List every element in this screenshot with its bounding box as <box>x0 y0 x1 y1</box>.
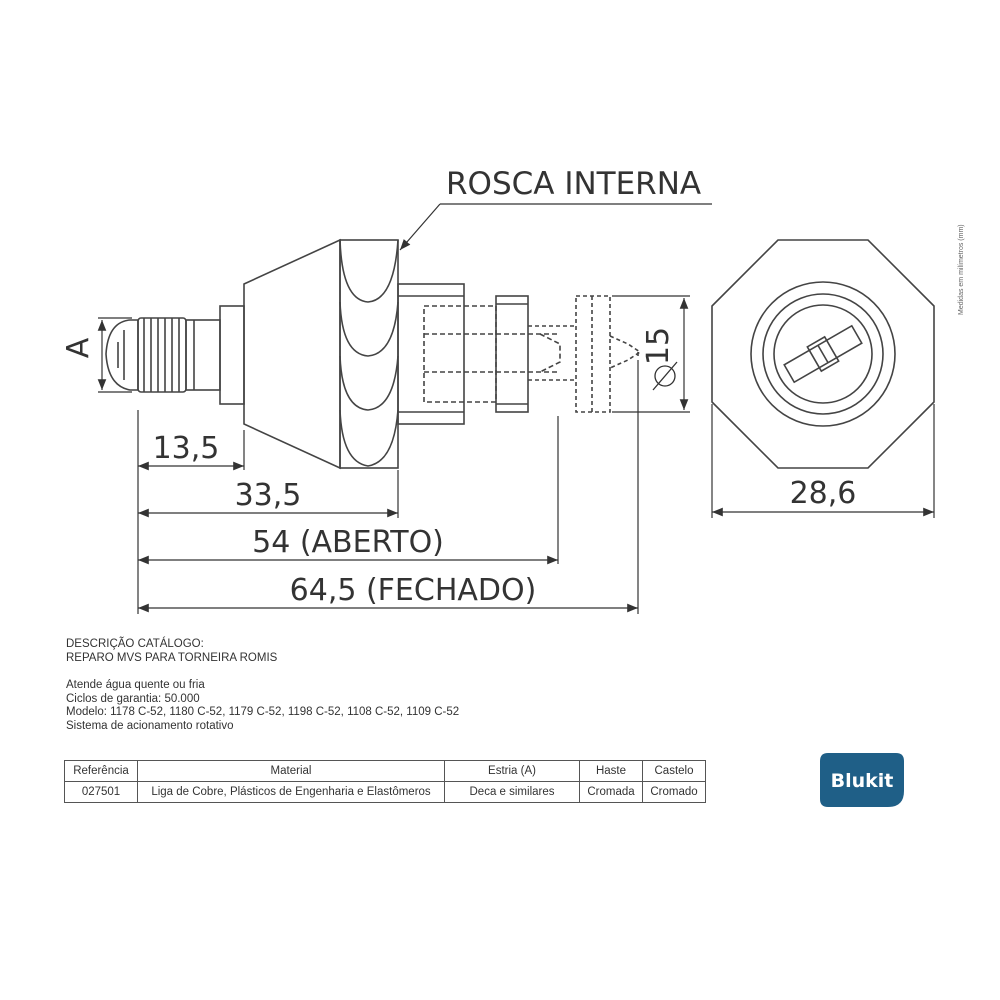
dim-54-label: 54 (ABERTO) <box>252 525 444 560</box>
callout-label: ROSCA INTERNA <box>446 166 701 202</box>
dim-64-5-label: 64,5 (FECHADO) <box>290 573 537 608</box>
logo-text: Blukit <box>831 770 894 792</box>
callout-leader <box>399 203 441 251</box>
hex-nut <box>339 239 399 469</box>
blukit-logo[interactable]: Blukit <box>818 751 906 809</box>
stem-neck <box>185 319 221 391</box>
description-heading: DESCRIÇÃO CATÁLOGO: <box>66 638 204 650</box>
cell-estria: Deca e similares <box>444 781 580 803</box>
description-line-water: Atende água quente ou fria <box>66 679 205 691</box>
description-line-system: Sistema de acionamento rotativo <box>66 719 234 732</box>
valve-side-view <box>105 238 642 470</box>
bonnet-collar <box>219 305 245 405</box>
header-material: Material <box>137 760 445 782</box>
header-estria: Estria (A) <box>444 760 580 782</box>
spec-table: Referência Material Estria (A) Haste Cas… <box>64 760 706 803</box>
tapered-body <box>243 238 341 470</box>
table-row: 027501 Liga de Cobre, Plásticos de Engen… <box>64 781 706 803</box>
valve-end-view <box>711 239 935 469</box>
stem-face <box>773 304 873 404</box>
slot-mark <box>783 324 863 384</box>
table-header-row: Referência Material Estria (A) Haste Cas… <box>64 760 706 782</box>
washer-seat <box>575 295 611 413</box>
cell-haste: Cromada <box>579 781 643 803</box>
dim-33-5-label: 33,5 <box>235 478 302 513</box>
cell-castelo: Cromado <box>642 781 706 803</box>
dim-a-label: A <box>61 337 96 358</box>
outer-ring <box>750 281 896 427</box>
dim-13-5-label: 13,5 <box>153 431 220 466</box>
header-referencia: Referência <box>64 760 138 782</box>
dim-28-6-label: 28,6 <box>790 476 857 511</box>
hidden-spindle <box>423 305 561 403</box>
inner-ring <box>762 293 884 415</box>
description-product: REPARO MVS PARA TORNEIRA ROMIS <box>66 651 278 664</box>
valve-tip-cap <box>105 319 139 391</box>
dim-15-label: 15 <box>641 327 676 365</box>
header-castelo: Castelo <box>642 760 706 782</box>
units-note: Medidas em milímetros (mm) <box>958 224 965 315</box>
header-haste: Haste <box>579 760 643 782</box>
octagon-outline <box>711 239 935 469</box>
description-line-models: Modelo: 1178 C-52, 1180 C-52, 1179 C-52,… <box>66 706 460 718</box>
cell-referencia: 027501 <box>64 781 138 803</box>
seal-ring <box>495 295 529 413</box>
catalog-description: DESCRIÇÃO CATÁLOGO: REPARO MVS PARA TORN… <box>66 638 459 733</box>
diameter-symbol <box>652 361 678 391</box>
description-line-cycles: Ciclos de garantia: 50.000 <box>66 692 200 705</box>
cell-material: Liga de Cobre, Plásticos de Engenharia e… <box>137 781 445 803</box>
threaded-body <box>397 283 465 425</box>
